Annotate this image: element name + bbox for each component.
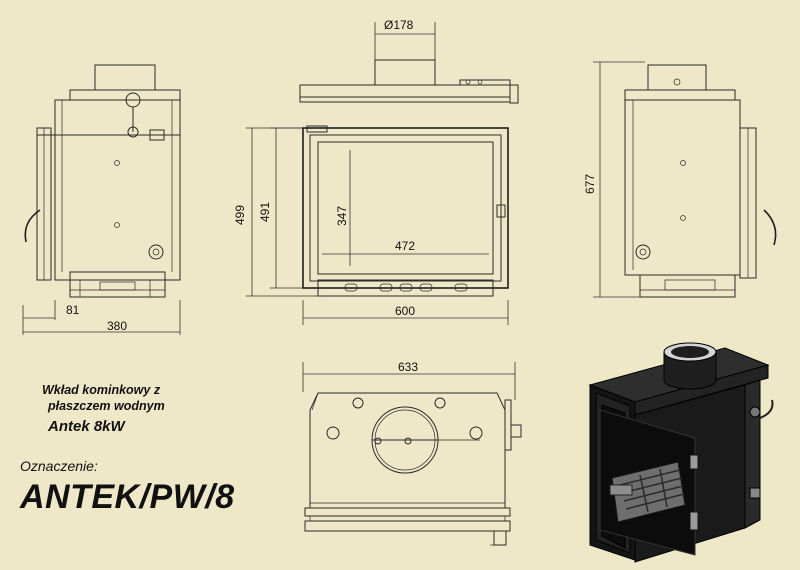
side-view-left-dimensions — [22, 300, 181, 335]
dim-front-height-inner: 491 — [258, 202, 272, 222]
top-view — [304, 392, 522, 546]
caption-line1: Wkład kominkowy z — [42, 383, 161, 397]
dim-side-offset: 81 — [66, 303, 80, 317]
designation-label: Oznaczenie: — [20, 458, 98, 474]
designation-code: ANTEK/PW/8 — [20, 478, 235, 516]
dim-front-height-outer: 499 — [233, 205, 247, 225]
side-view-right — [624, 64, 777, 298]
dim-side-depth: 380 — [107, 319, 127, 333]
dim-glass-height: 347 — [335, 206, 349, 226]
isometric-view — [588, 342, 774, 563]
side-view-left — [24, 64, 181, 298]
front-view-dimensions — [246, 22, 509, 325]
dimension-labels: Ø178 81 380 499 491 347 472 600 677 633 — [66, 18, 597, 374]
front-view — [299, 59, 519, 297]
dim-top-width: 633 — [398, 360, 418, 374]
caption-line2: płaszczem wodnym — [48, 399, 165, 413]
caption-model: Antek 8kW — [48, 418, 125, 435]
dim-total-height: 677 — [583, 174, 597, 194]
dim-glass-width: 472 — [395, 239, 415, 253]
dim-flue-diameter: Ø178 — [384, 18, 414, 32]
side-view-right-dimensions — [593, 61, 645, 298]
dim-front-width: 600 — [395, 304, 415, 318]
top-view-dimensions — [302, 362, 516, 400]
